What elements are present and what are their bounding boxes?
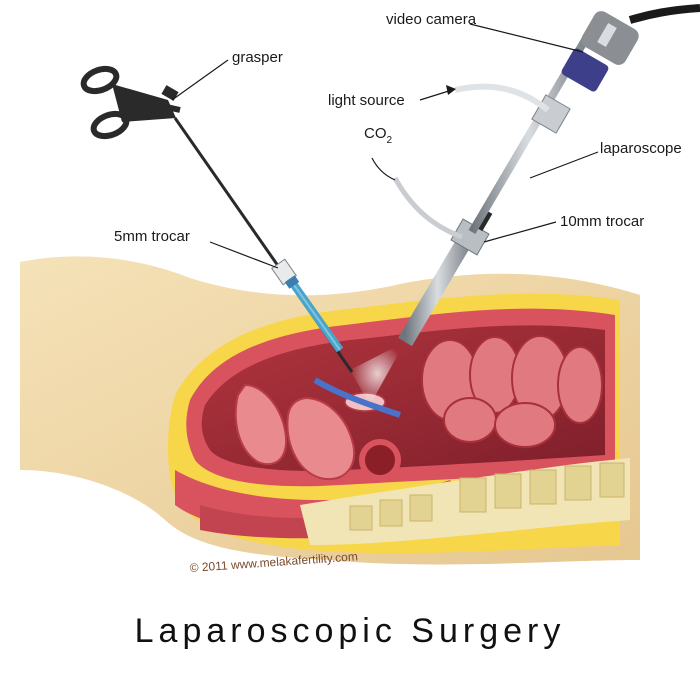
light-source-arrowhead bbox=[446, 85, 456, 95]
bladder bbox=[234, 383, 288, 466]
leader-lines bbox=[171, 23, 599, 269]
light-source-leader bbox=[419, 89, 453, 101]
video-camera-label: video camera bbox=[386, 11, 477, 28]
co2-label: CO2 bbox=[364, 125, 393, 146]
laparoscope-label: laparoscope bbox=[600, 140, 682, 157]
diagram-caption: Laparoscopic Surgery bbox=[134, 612, 566, 650]
laparoscope-leader bbox=[529, 151, 599, 179]
light-source-label: light source bbox=[328, 92, 405, 109]
grasper-leader bbox=[171, 59, 229, 101]
co2-subscript: 2 bbox=[387, 135, 393, 146]
trocar-5mm-label: 5mm trocar bbox=[114, 228, 190, 245]
small-bowel bbox=[421, 335, 603, 448]
trocar-10mm-label: 10mm trocar bbox=[560, 213, 644, 230]
grasper-label: grasper bbox=[232, 49, 283, 66]
blood-vessel bbox=[313, 377, 401, 418]
body-cross-section bbox=[20, 256, 640, 565]
co2-arrow bbox=[371, 157, 396, 181]
video-camera-leader bbox=[469, 23, 584, 53]
colon bbox=[359, 439, 401, 481]
co2-main: CO bbox=[364, 125, 387, 142]
laparoscope-instrument bbox=[392, 4, 700, 347]
trocar-5mm-leader bbox=[209, 241, 279, 269]
camera-head bbox=[561, 4, 700, 92]
spine bbox=[300, 458, 630, 545]
light-beam bbox=[350, 342, 405, 405]
trocar-5mm bbox=[271, 258, 344, 353]
uterus bbox=[286, 396, 356, 481]
trocar-10mm-leader bbox=[483, 221, 557, 243]
